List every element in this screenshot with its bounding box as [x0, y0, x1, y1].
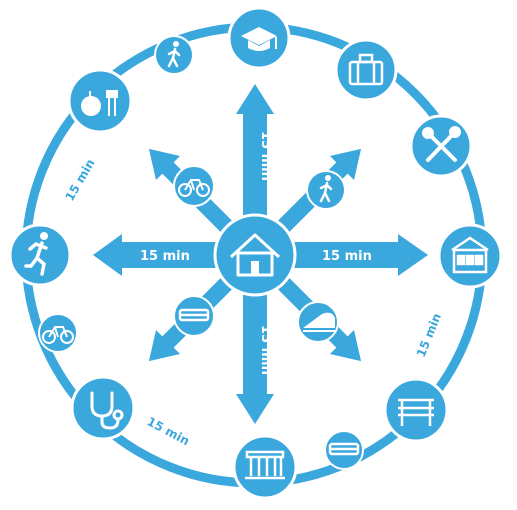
- ring-label-right: 15 min: [414, 311, 444, 359]
- ring-node-services: [409, 114, 473, 178]
- public-building-icon: [245, 450, 285, 480]
- ring-node-travel: [334, 38, 398, 102]
- arrow-left-label: 15 min: [140, 249, 190, 264]
- ring-node-sports: [8, 223, 72, 287]
- train-icon: [303, 312, 335, 332]
- ring-label-left: 15 min: [62, 157, 97, 204]
- small-node-bus: [324, 430, 364, 470]
- groceries-food-icon: [81, 90, 118, 116]
- badge-bus: [173, 295, 215, 337]
- tools-icon: [422, 126, 461, 162]
- park-bench-icon: [398, 398, 434, 426]
- arrow-up-label: 15 min: [258, 131, 273, 181]
- bus-icon: [328, 442, 360, 456]
- badge-train: [297, 301, 339, 343]
- bus-icon: [178, 308, 210, 322]
- ring-node-shopping: [437, 223, 503, 289]
- arrow-down-label: 15 min: [258, 325, 273, 375]
- arrow-left: [93, 234, 220, 276]
- center-node: [213, 213, 297, 297]
- ring-node-health: [70, 375, 136, 441]
- small-node-bicycle: [38, 313, 78, 353]
- walking-person-icon: [319, 175, 333, 203]
- stethoscope-icon: [90, 391, 124, 430]
- bicycle-icon: [178, 179, 210, 197]
- ring-node-education: [227, 6, 291, 70]
- ring-node-park: [383, 377, 449, 443]
- bicycle-icon: [42, 326, 74, 344]
- house-icon: [229, 233, 281, 277]
- badge-walking: [306, 170, 346, 210]
- ring-node-culture: [232, 434, 298, 500]
- arrow-right-label: 15 min: [322, 249, 372, 264]
- small-node-walking: [154, 35, 194, 75]
- runner-icon: [24, 232, 48, 276]
- ring-node-food: [67, 68, 133, 134]
- shop-icon: [451, 236, 489, 274]
- arrow-right: [290, 234, 428, 276]
- badge-bicycle: [173, 165, 215, 207]
- arrow-up: [236, 84, 274, 220]
- ring-label-bottom: 15 min: [145, 414, 192, 448]
- graduation-cap-icon: [241, 27, 277, 51]
- walking-person-icon: [167, 41, 181, 68]
- luggage-icon: [348, 53, 384, 86]
- arrow-down: [236, 292, 274, 424]
